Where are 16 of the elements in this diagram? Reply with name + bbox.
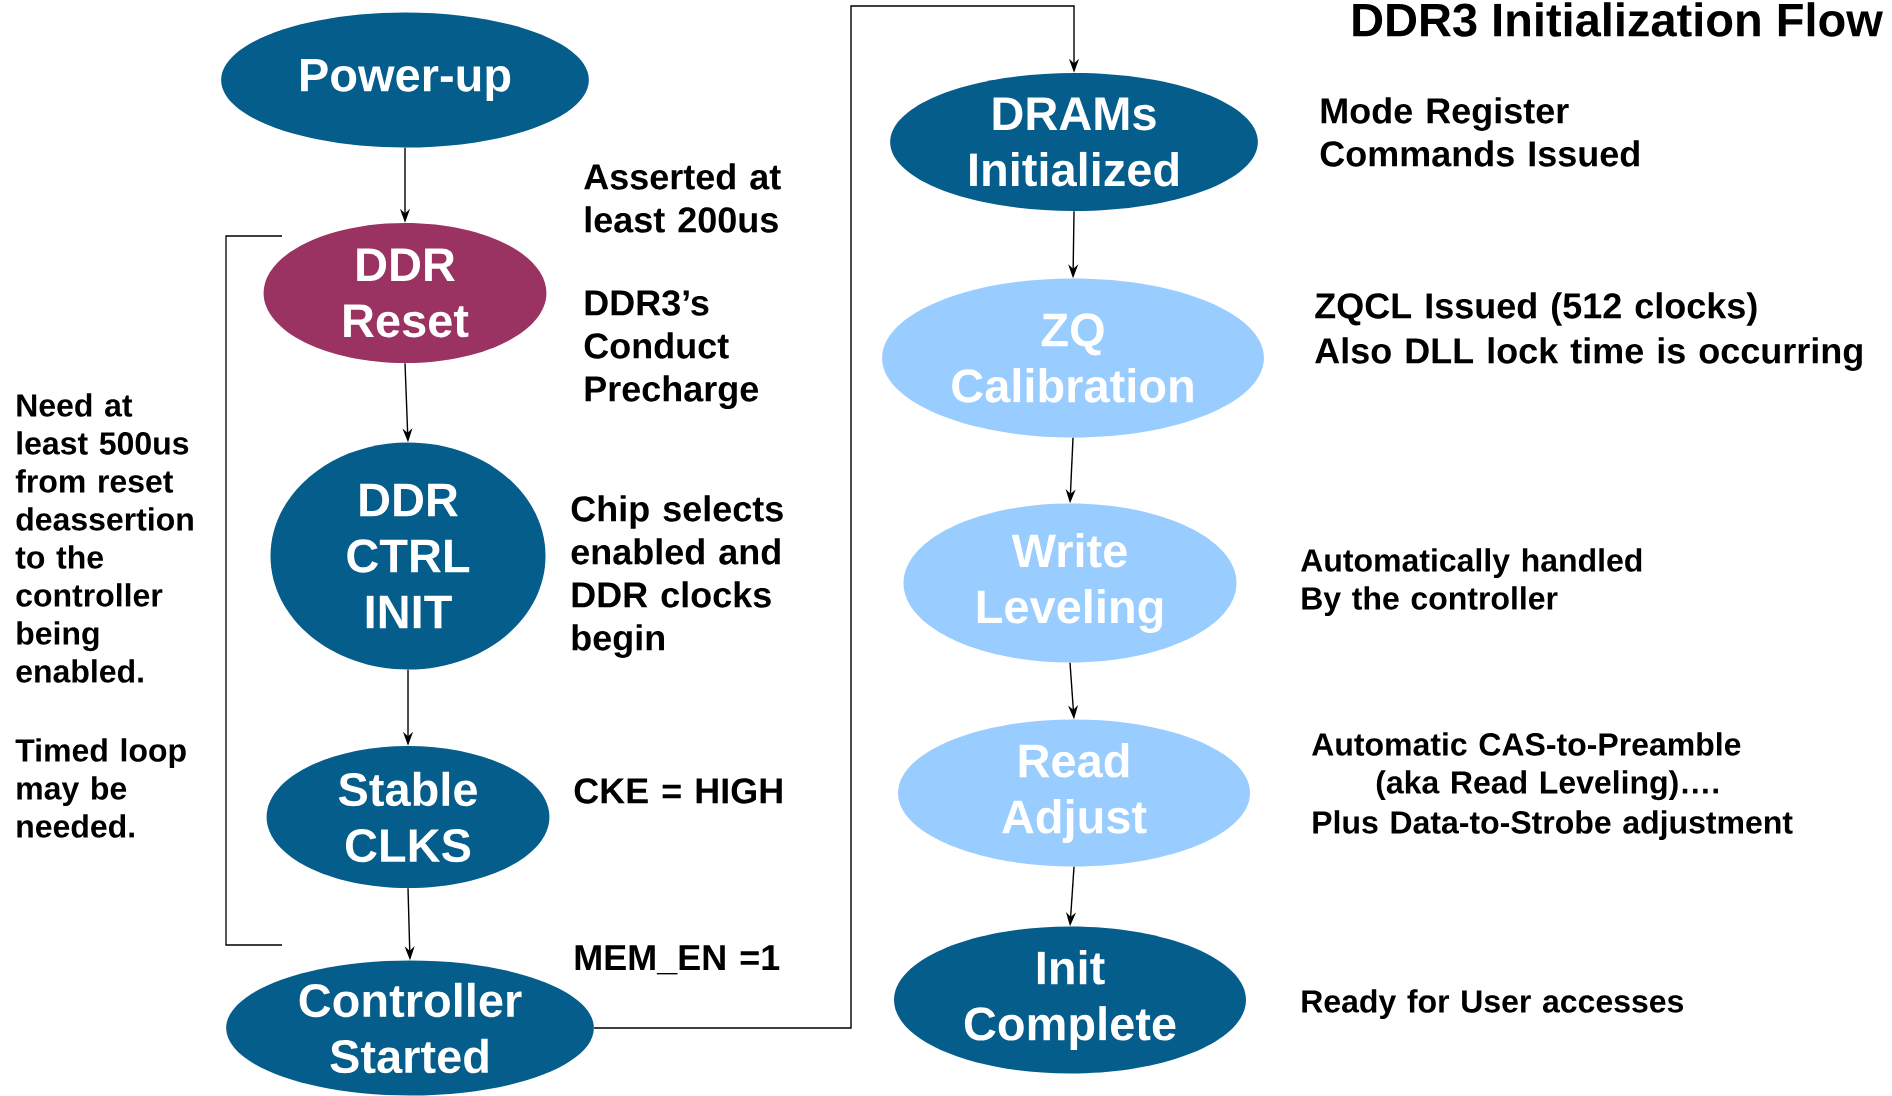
annotation-text: ZQCL Issued (512 clocks) [1315, 292, 1757, 326]
annotation-text: Plus Data-to-Strobe adjustment [1313, 810, 1793, 841]
annotation-text: CKE = HIGH [574, 778, 782, 804]
note-text: Asserted at least 200us [584, 163, 781, 233]
title: DDR3 Initialization Flow [1353, 2, 1883, 37]
annotation-text: Also DLL lock time is occurring [1315, 337, 1862, 371]
annotation-text: Automatic CAS-to-Preamble [1312, 732, 1741, 756]
annotation-text: Automatically handled By the controller [1301, 548, 1642, 617]
annotation-text: (aka Read Leveling)…. [1376, 770, 1718, 801]
annotation-text: Ready for User accesses [1302, 989, 1684, 1020]
annotation-text: Mode Register Commands Issued [1320, 97, 1639, 167]
arrow [593, 5, 1080, 1029]
note-text: Timed loop may be needed. [15, 738, 186, 838]
annotation-text: DDR3’s Conduct Precharge [584, 290, 759, 409]
note-text: Need at least 500us from reset deassertion to the controller being enabled. [15, 393, 193, 683]
annotation-text: Chip selects enabled and DDR clocks begin [571, 495, 783, 658]
